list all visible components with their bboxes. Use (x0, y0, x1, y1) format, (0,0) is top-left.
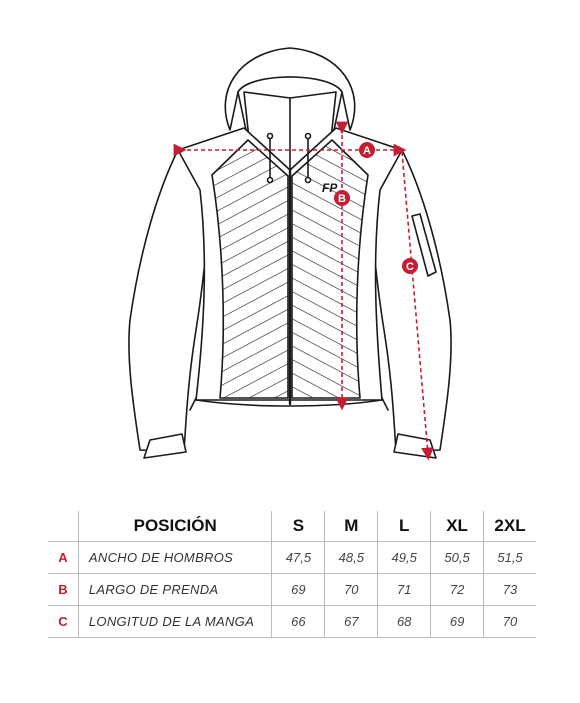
header-size-m: M (324, 511, 378, 542)
size-table-header: POSICIÓN S M L XL 2XL (48, 511, 536, 542)
marker-a-badge (359, 142, 375, 158)
table-row: A ANCHO DE HOMBROS 47,5 48,5 49,5 50,5 5… (48, 541, 536, 574)
row-value: 70 (483, 605, 536, 638)
marker-b-letter: B (338, 193, 346, 205)
marker-b-badge (334, 190, 350, 206)
right-sleeve (367, 149, 452, 453)
row-value: 66 (271, 605, 325, 638)
header-size-xl: XL (430, 511, 484, 542)
header-position: POSICIÓN (77, 511, 272, 542)
header-size-s: S (271, 511, 325, 542)
table-row: B LARGO DE PRENDA 69 70 71 72 73 (48, 573, 536, 606)
chest-logo: FP (322, 181, 338, 195)
marker-c-letter: C (406, 261, 414, 273)
marker-c-badge (402, 258, 418, 274)
row-label: LARGO DE PRENDA (77, 573, 272, 606)
row-value: 49,5 (377, 541, 431, 574)
left-sleeve (128, 149, 213, 453)
row-value: 73 (483, 573, 536, 606)
row-value: 48,5 (324, 541, 378, 574)
sleeve-pocket-zip (411, 213, 437, 277)
row-label: LONGITUD DE LA MANGA (77, 605, 272, 638)
left-quilted-panel (211, 139, 289, 399)
row-value: 68 (377, 605, 431, 638)
marker-a-letter: A (363, 145, 371, 157)
right-quilted-panel (291, 139, 369, 399)
measure-line-c (401, 151, 434, 461)
size-table: POSICIÓN S M L XL 2XL A ANCHO DE HOMBROS… (48, 511, 536, 638)
row-label: ANCHO DE HOMBROS (77, 541, 272, 574)
jacket-diagram: FP A B C (128, 47, 452, 461)
row-code: A (48, 541, 79, 574)
row-value: 71 (377, 573, 431, 606)
header-size-2xl: 2XL (483, 511, 536, 542)
header-code-cell (48, 511, 79, 542)
row-value: 50,5 (430, 541, 484, 574)
row-value: 69 (271, 573, 325, 606)
row-value: 72 (430, 573, 484, 606)
row-code: B (48, 573, 79, 606)
row-value: 67 (324, 605, 378, 638)
row-value: 69 (430, 605, 484, 638)
row-value: 70 (324, 573, 378, 606)
row-value: 47,5 (271, 541, 325, 574)
table-row: C LONGITUD DE LA MANGA 66 67 68 69 70 (48, 605, 536, 638)
header-size-l: L (377, 511, 431, 542)
row-value: 51,5 (483, 541, 536, 574)
row-code: C (48, 605, 79, 638)
